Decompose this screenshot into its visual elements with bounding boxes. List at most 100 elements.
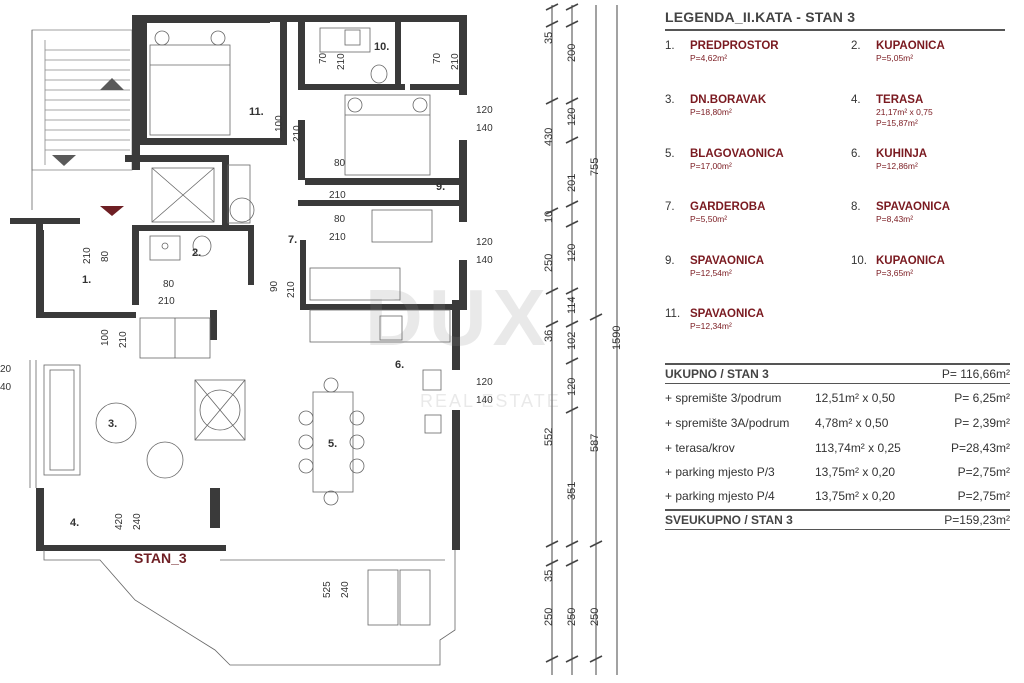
dimension-label: 552 <box>543 428 555 446</box>
watermark-subtitle: REAL ESTATE <box>420 391 561 411</box>
legend-item-area: P=3,65m² <box>876 268 914 278</box>
divider <box>665 383 1010 384</box>
room-number: 3. <box>108 418 117 430</box>
summary-label: + parking mjesto P/3 <box>665 465 775 479</box>
dimension-label: 1590 <box>611 326 623 350</box>
summary-label: + terasa/krov <box>665 441 735 455</box>
door-label: 100 <box>274 115 285 132</box>
legend-item-number: 2. <box>851 40 861 52</box>
summary-value: P=2,75m² <box>957 489 1010 503</box>
legend-item: 8. SPAVAONICA P=8,43m² <box>851 201 1024 224</box>
door-label: 80 <box>334 214 346 225</box>
legend-item-area: P=4,62m² <box>690 53 728 63</box>
legend-item-name: KUPAONICA <box>876 40 945 52</box>
legend-item-area: P=5,50m² <box>690 214 728 224</box>
door-label: 20 <box>0 364 12 375</box>
door-label: 90 <box>269 280 280 292</box>
door-label: 240 <box>340 581 351 598</box>
legend-item-number: 1. <box>665 40 675 52</box>
door-label: 525 <box>322 581 333 598</box>
legend-item-name: SPAVAONICA <box>876 201 951 213</box>
summary-calc: 13,75m² x 0,20 <box>815 489 896 503</box>
legend-item-number: 7. <box>665 201 675 213</box>
total-value: P= 116,66m² <box>941 367 1010 381</box>
door-label: 70 <box>432 52 443 64</box>
legend-item-area: P=15,87m² <box>876 118 918 128</box>
legend-item-area: P=5,05m² <box>876 53 914 63</box>
door-label: 140 <box>476 395 493 406</box>
door-label: 140 <box>476 255 493 266</box>
door-label: 210 <box>292 125 303 142</box>
legend-item-number: 6. <box>851 148 861 160</box>
grand-total-row: SVEUKUPNO / STAN 3 P=159,23m² <box>665 513 1010 527</box>
legend-item-number: 5. <box>665 148 675 160</box>
summary-value: P=28,43m² <box>950 441 1010 455</box>
door-label: 210 <box>450 53 461 70</box>
door-label: 120 <box>476 105 493 116</box>
door-label: 210 <box>82 247 93 264</box>
room-number: 2. <box>192 247 201 259</box>
room-number: 6. <box>395 359 404 371</box>
summary-calc: 13,75m² x 0,20 <box>815 465 896 479</box>
legend-item-name: GARDEROBA <box>690 201 766 213</box>
legend-item-number: 8. <box>851 201 861 213</box>
dimension-label: 120 <box>566 108 578 126</box>
dimension-label: 120 <box>566 378 578 396</box>
legend-item-area: P=17,00m² <box>690 161 732 171</box>
legend-item: 10. KUPAONICA P=3,65m² <box>851 255 1024 278</box>
dimension-label: 201 <box>566 174 578 192</box>
legend-panel: LEGENDA_II.KATA - STAN 3 1. PREDPROSTOR … <box>660 0 1016 683</box>
legend-item-area: P=8,43m² <box>876 214 914 224</box>
stair-down-arrow-icon <box>52 155 76 166</box>
door-label: 120 <box>476 237 493 248</box>
legend-item-name: KUPAONICA <box>876 255 945 267</box>
legend-item-name: KUHINJA <box>876 148 928 160</box>
legend-item: 6. KUHINJA P=12,86m² <box>851 148 1024 171</box>
legend-item-area: P=12,86m² <box>876 161 918 171</box>
total-label: UKUPNO / STAN 3 <box>665 367 769 381</box>
summary-row: + spremište 3/podrum 12,51m² x 0,50 P= 6… <box>665 391 1010 405</box>
legend-item-name: SPAVAONICA <box>690 308 765 320</box>
summary-label: + spremište 3/podrum <box>665 391 782 405</box>
door-label: 140 <box>476 123 493 134</box>
grand-total-label: SVEUKUPNO / STAN 3 <box>665 513 793 527</box>
legend-item-name: PREDPROSTOR <box>690 40 779 52</box>
legend-item-number: 3. <box>665 94 675 106</box>
summary-row: + terasa/krov 113,74m² x 0,25 P=28,43m² <box>665 441 1010 455</box>
dimension-label: 250 <box>589 608 601 626</box>
summary-value: P= 6,25m² <box>954 391 1010 405</box>
door-label: 210 <box>286 281 297 298</box>
summary-row: + parking mjesto P/4 13,75m² x 0,20 P=2,… <box>665 489 1010 503</box>
door-label: 100 <box>100 329 111 346</box>
door-label: 80 <box>100 250 111 262</box>
dimension-label: 430 <box>543 128 555 146</box>
grand-total-value: P=159,23m² <box>944 513 1010 527</box>
door-label: 210 <box>158 296 175 307</box>
legend-item-number: 9. <box>665 255 675 267</box>
legend-item-number: 4. <box>851 94 861 106</box>
legend-item: 5. BLAGOVAONICA P=17,00m² <box>665 148 860 171</box>
legend-item-name: BLAGOVAONICA <box>690 148 784 160</box>
dimension-label: 10 <box>543 211 555 223</box>
legend-item: 2. KUPAONICA P=5,05m² <box>851 40 1024 63</box>
door-label: 210 <box>336 53 347 70</box>
door-label: 70 <box>318 52 329 64</box>
summary-label: + parking mjesto P/4 <box>665 489 775 503</box>
door-label: 80 <box>163 279 175 290</box>
dimension-label: 351 <box>566 482 578 500</box>
dimension-label: 250 <box>543 608 555 626</box>
divider <box>665 509 1010 511</box>
legend-item: 11. SPAVAONICA P=12,34m² <box>665 308 860 331</box>
door-label: 210 <box>118 331 129 348</box>
legend-item: 1. PREDPROSTOR P=4,62m² <box>665 40 860 63</box>
summary-label: + spremište 3A/podrum <box>665 416 790 430</box>
summary-calc: 113,74m² x 0,25 <box>815 441 901 455</box>
dimension-label: 35 <box>543 32 555 44</box>
room-number: 4. <box>70 517 79 529</box>
legend-item-area: P=12,34m² <box>690 321 732 331</box>
unit-label: STAN_3 <box>134 550 187 566</box>
room-number: 7. <box>288 234 297 246</box>
dimension-label: 114 <box>566 296 578 314</box>
legend-item: 3. DN.BORAVAK P=18,80m² <box>665 94 860 117</box>
